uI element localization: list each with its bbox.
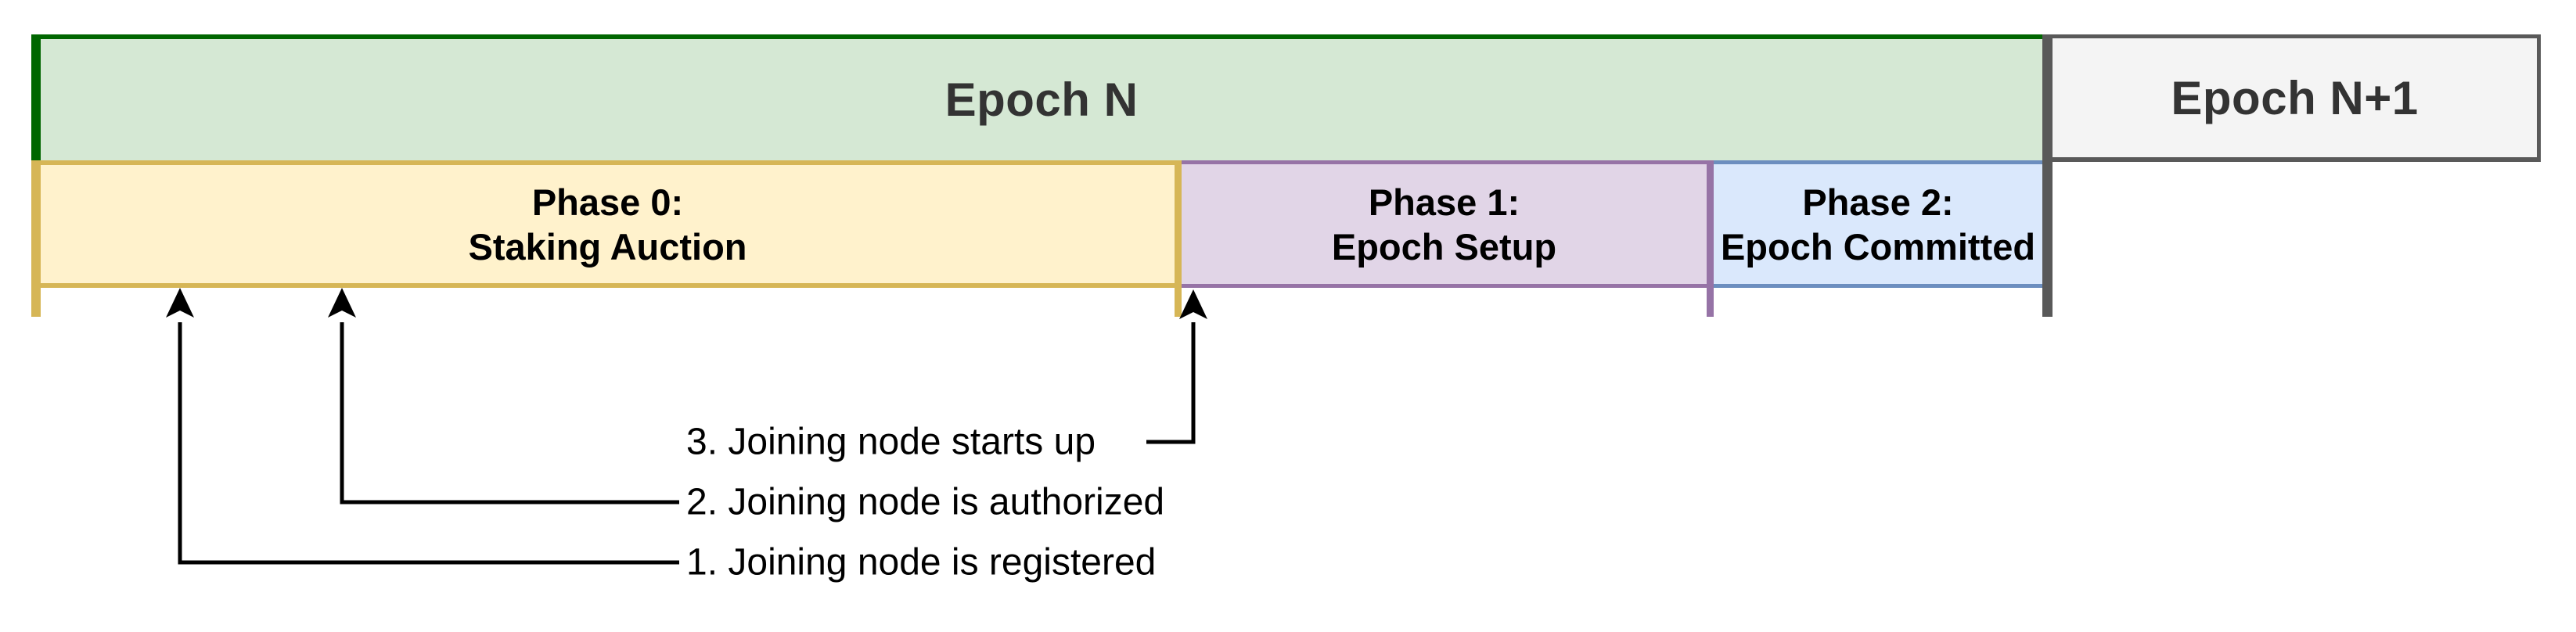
timeline-start-edge-phase (31, 160, 41, 317)
arrow-2-line (340, 322, 679, 505)
phase-1-bar: Phase 1: Epoch Setup (1182, 160, 1707, 288)
event-label-3: 3. Joining node starts up (686, 421, 1096, 463)
arrow-1-head (166, 288, 194, 318)
phase-1-end-tick (1707, 160, 1714, 317)
epoch-n-plus-1-bar: Epoch N+1 (2053, 34, 2541, 162)
phase-0-title-line2: Staking Auction (468, 225, 747, 268)
epoch-n-label: Epoch N (944, 74, 1139, 126)
phase-0-end-tick (1175, 160, 1182, 317)
arrow-2-head (328, 288, 356, 318)
event-label-2: 2. Joining node is authorized (686, 481, 1165, 523)
phase-1-title-line1: Phase 1: (1368, 181, 1520, 223)
phase-0-bar: Phase 0: Staking Auction (41, 160, 1175, 288)
arrow-event-2 (328, 288, 679, 505)
epoch-n-bar: Epoch N (41, 34, 2042, 160)
arrow-3-line (1146, 322, 1196, 444)
phase-2-bar: Phase 2: Epoch Committed (1714, 160, 2042, 288)
arrow-3-head (1179, 289, 1207, 319)
phase-2-title-line2: Epoch Committed (1720, 225, 2036, 268)
phase-0-title-line1: Phase 0: (531, 181, 684, 223)
arrow-event-1 (166, 288, 679, 565)
epoch-boundary-divider (2042, 34, 2053, 317)
phase-2-title-line1: Phase 2: (1802, 181, 1954, 223)
phase-1-title-line2: Epoch Setup (1331, 225, 1557, 268)
event-label-1: 1. Joining node is registered (686, 541, 1157, 584)
epoch-n-plus-1-label: Epoch N+1 (2171, 71, 2419, 124)
arrow-1-line (178, 322, 679, 565)
timeline-start-edge-epoch (31, 34, 41, 160)
